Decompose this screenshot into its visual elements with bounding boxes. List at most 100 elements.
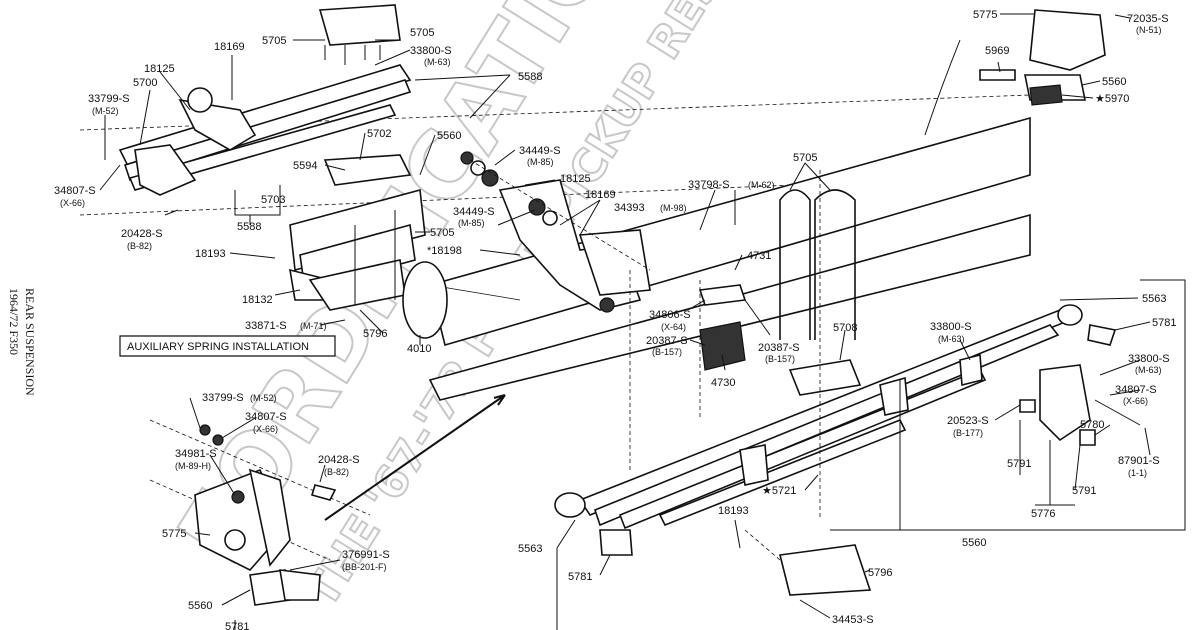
callout-34807-s: 34807-S xyxy=(54,185,96,197)
callout-18125: 18125 xyxy=(144,63,175,75)
lower-left-bracket-assembly xyxy=(149,394,506,606)
auxiliary-spring-installation-label: AUXILIARY SPRING INSTALLATION xyxy=(127,341,309,353)
note-m63: (M-63) xyxy=(424,57,451,67)
note-b157: (B-157) xyxy=(765,354,795,364)
note-m98: (M-98) xyxy=(660,203,687,213)
callout-33798-s: 33798-S xyxy=(688,179,730,191)
callout-5721: ★5721 xyxy=(762,485,796,497)
callout-20387-s: 20387-S xyxy=(646,335,688,347)
callout-33871-s: 33871-S xyxy=(245,320,287,332)
callout-34449-s: 34449-S xyxy=(453,206,495,218)
callout-5776: 5776 xyxy=(1031,508,1055,520)
callout-5703: 5703 xyxy=(261,194,285,206)
callout-33799-s: 33799-S xyxy=(88,93,130,105)
callout-5775: 5775 xyxy=(973,9,997,21)
upper-left-spring-assembly xyxy=(118,4,448,357)
callout-376991-s: 376991-S xyxy=(342,549,390,561)
note-b177: (B-177) xyxy=(953,428,983,438)
callout-5700: 5700 xyxy=(133,77,157,89)
callout-5791: 5791 xyxy=(1007,458,1031,470)
callout-20523-s: 20523-S xyxy=(947,415,989,427)
callout-34981-s: 34981-S xyxy=(175,448,217,460)
callout-5563: 5563 xyxy=(1142,293,1166,305)
leader-lines xyxy=(99,13,1186,630)
callout-labels: 5705 5705 18169 33800-S 18125 5700 5588 … xyxy=(54,9,1176,630)
callout-18132: 18132 xyxy=(242,294,273,306)
note-x64: (X-64) xyxy=(661,322,686,332)
callout-34807-s: 34807-S xyxy=(1115,384,1157,396)
callout-34393: 34393 xyxy=(614,202,645,214)
note-m62: (M-62) xyxy=(748,180,775,190)
note-m52: (M-52) xyxy=(250,393,277,403)
callout-34449-s: 34449-S xyxy=(519,145,561,157)
lower-main-spring-assembly xyxy=(554,304,1141,596)
callout-5560: 5560 xyxy=(437,130,461,142)
note-x66: (X-66) xyxy=(253,424,278,434)
callout-5594: 5594 xyxy=(293,160,317,172)
callout-18125: 18125 xyxy=(560,173,591,185)
note-m89h: (M-89-H) xyxy=(175,461,211,471)
callout-5775: 5775 xyxy=(162,528,186,540)
callout-5705: 5705 xyxy=(262,35,286,47)
u-bolts-center xyxy=(698,189,862,396)
callout-18198: *18198 xyxy=(427,245,462,257)
callout-5969: 5969 xyxy=(985,45,1009,57)
callout-33800-s: 33800-S xyxy=(930,321,972,333)
note-m71: (M-71) xyxy=(300,321,327,331)
side-title-line1: REAR SUSPENSION xyxy=(23,288,37,396)
callout-87901-s: 87901-S xyxy=(1118,455,1160,467)
callout-5560: 5560 xyxy=(188,600,212,612)
callout-20387-s: 20387-S xyxy=(758,342,800,354)
center-shackle-assembly xyxy=(460,151,651,313)
callout-5708: 5708 xyxy=(833,322,857,334)
callout-5780: 5780 xyxy=(1080,419,1104,431)
note-x66: (X-66) xyxy=(60,198,85,208)
callout-5970: ★5970 xyxy=(1095,93,1129,105)
note-x66: (X-66) xyxy=(1123,396,1148,406)
callout-5702: 5702 xyxy=(367,128,391,140)
callout-18169: 18169 xyxy=(214,41,245,53)
callout-4730: 4730 xyxy=(711,377,735,389)
callout-34453-s: 34453-S xyxy=(832,614,874,626)
callout-5588: 5588 xyxy=(237,221,261,233)
note-m85: (M-85) xyxy=(527,157,554,167)
callout-33800-s: 33800-S xyxy=(410,45,452,57)
callout-5705: 5705 xyxy=(793,152,817,164)
callout-5560: 5560 xyxy=(1102,76,1126,88)
note-n51: (N-51) xyxy=(1136,25,1162,35)
callout-5796: 5796 xyxy=(363,328,387,340)
callout-4010: 4010 xyxy=(407,343,431,355)
callout-5796: 5796 xyxy=(868,567,892,579)
side-title: REAR SUSPENSION 1964/72 F350 xyxy=(7,288,37,396)
upper-right-bracket-assembly xyxy=(924,9,1106,136)
callout-5705: 5705 xyxy=(410,27,434,39)
note-m63: (M-63) xyxy=(1135,365,1162,375)
callout-5781: 5781 xyxy=(1152,317,1176,329)
note-bb201f: (BB-201-F) xyxy=(342,562,387,572)
callout-18169: 18169 xyxy=(585,189,616,201)
note-1-1: (1-1) xyxy=(1128,468,1147,478)
callout-5781: 5781 xyxy=(568,571,592,583)
callout-18193: 18193 xyxy=(718,505,749,517)
note-m63: (M-63) xyxy=(938,334,965,344)
callout-33800-s: 33800-S xyxy=(1128,353,1170,365)
callout-34806-s: 34806-S xyxy=(649,309,691,321)
alignment-lines xyxy=(469,159,821,561)
callout-34807-s: 34807-S xyxy=(245,411,287,423)
callout-33799-s: 33799-S xyxy=(202,392,244,404)
note-b157: (B-157) xyxy=(652,347,682,357)
callout-20428-s: 20428-S xyxy=(318,454,360,466)
callout-18193: 18193 xyxy=(195,248,226,260)
note-m52: (M-52) xyxy=(92,106,119,116)
callout-72035-s: 72035-S xyxy=(1127,13,1169,25)
callout-5705: 5705 xyxy=(430,227,454,239)
auxiliary-box-frame xyxy=(119,335,336,357)
callout-5560: 5560 xyxy=(962,537,986,549)
callout-4731: 4731 xyxy=(747,250,771,262)
note-m85: (M-85) xyxy=(458,218,485,228)
callout-5791: 5791 xyxy=(1072,485,1096,497)
note-b82: (B-82) xyxy=(127,241,152,251)
callout-20428-s: 20428-S xyxy=(121,228,163,240)
note-b82: (B-82) xyxy=(324,467,349,477)
